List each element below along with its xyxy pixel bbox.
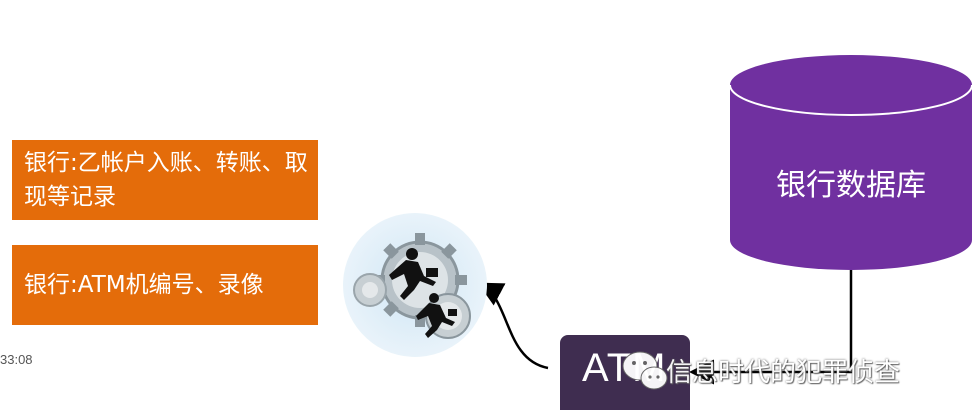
bank-atm-records-text: 银行:ATM机编号、录像 xyxy=(24,272,264,298)
people-on-gears-icon xyxy=(343,213,487,357)
watermark-text: 信息时代的犯罪侦查 xyxy=(666,358,901,388)
bank-database-cylinder xyxy=(729,55,973,270)
bank-database-label: 银行数据库 xyxy=(776,168,926,203)
database-to-atm-arrow xyxy=(689,270,853,385)
bank-atm-records-box: 银行:ATM机编号、录像 xyxy=(12,245,318,325)
timestamp: 33:08 xyxy=(0,352,33,367)
bank-transaction-records-box: 银行:乙帐户入账、转账、取现等记录 xyxy=(12,140,318,220)
bank-transaction-records-text: 银行:乙帐户入账、转账、取现等记录 xyxy=(24,150,308,210)
atm-to-illustration-arrow xyxy=(477,282,549,370)
